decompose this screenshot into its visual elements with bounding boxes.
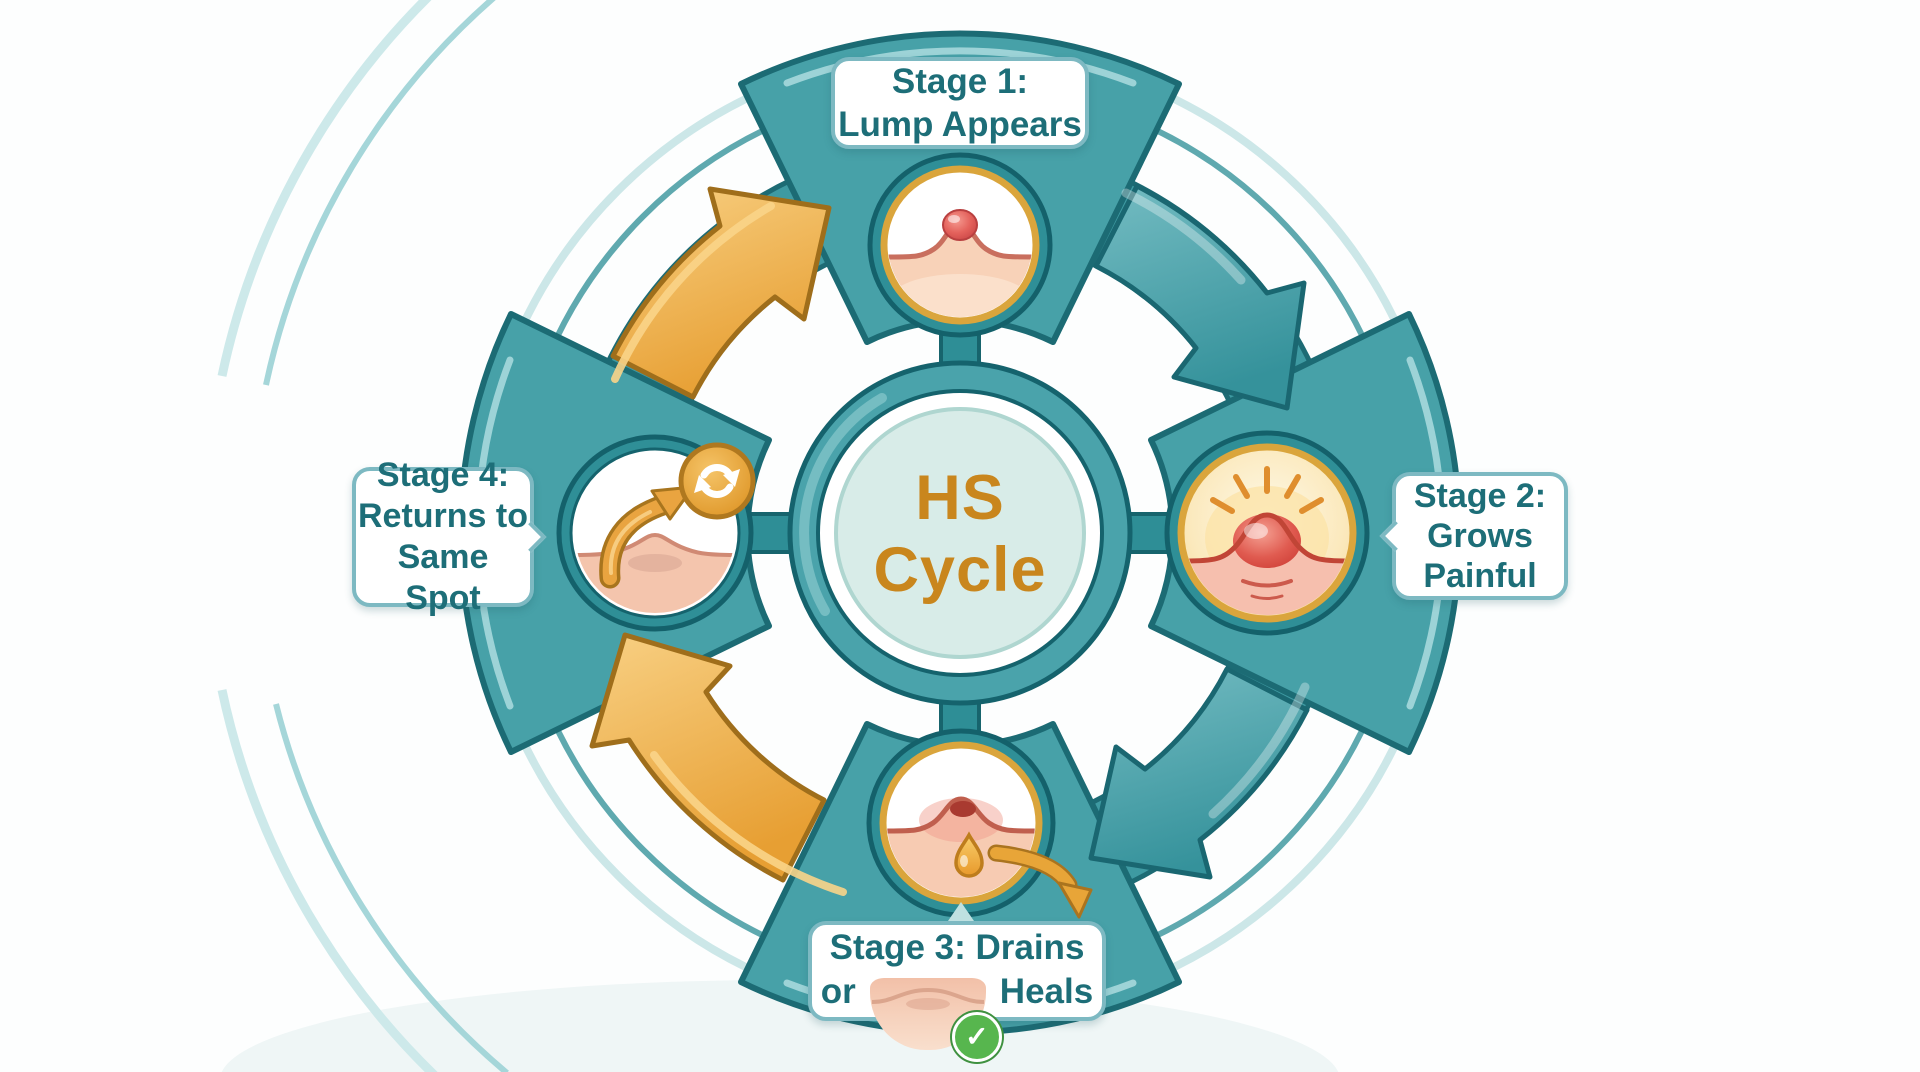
stage1-icon [867,152,1053,338]
skin-patch-line [871,987,984,1010]
stage4-label-line1: Stage 4: [376,456,510,494]
arrow-stage3-to-stage4 [589,632,827,883]
healed-skin-patch-icon: ✓ [869,978,1002,1062]
stage3-label-heals: Heals [999,972,1094,1011]
flow-arrows [589,183,1310,896]
draining-lesion-droplet-icon [887,749,1035,897]
arrow-stage1-to-stage2 [1093,183,1307,411]
stage1-label-line2: Lump Appears [838,105,1082,144]
center-title-line1: HS [915,463,1005,533]
stage4-label-line2: Returns to [358,497,528,535]
checkmark-icon: ✓ [951,1012,1002,1062]
stage2-icon [1164,430,1370,636]
stage4-icon [556,434,756,632]
center-title: HS Cycle [830,449,1090,619]
stage3-label-pointer [948,902,974,921]
stage1-label-line1: Stage 1: [891,62,1029,101]
healed-skin-icon [575,453,735,613]
stage3-label-or: or [820,972,856,1011]
center-circle [787,360,1133,706]
stage3-label: Stage 3: Drains or ✓ Heals [808,921,1106,1062]
refresh-cycle-icon [678,442,756,520]
stage2-label: Stage 2: Grows Painful [1379,472,1568,600]
stage2-label-line2: Grows [1427,517,1533,555]
center-title-line2: Cycle [873,535,1047,605]
drain-arrow-icon [987,844,1093,919]
inflamed-painful-lump-icon [1185,466,1349,615]
stage2-label-line1: Stage 2: [1413,477,1547,515]
return-arrow-icon [599,485,695,589]
decorative-corner-arcs [217,0,509,1072]
stage2-label-line3: Painful [1423,557,1537,595]
stage1-label: Stage 1: Lump Appears [831,57,1089,149]
pain-rays-icon [1210,466,1324,514]
arrow-stage2-to-stage3 [1088,666,1310,880]
stage4-label: Stage 4: Returns to Same Spot [352,456,547,617]
stage4-label-line3: Same Spot [397,538,489,617]
skin-lump-icon [888,173,1032,317]
stage3-label-line1: Stage 3: Drains [829,928,1085,967]
arrow-stage4-to-stage1 [610,186,832,400]
